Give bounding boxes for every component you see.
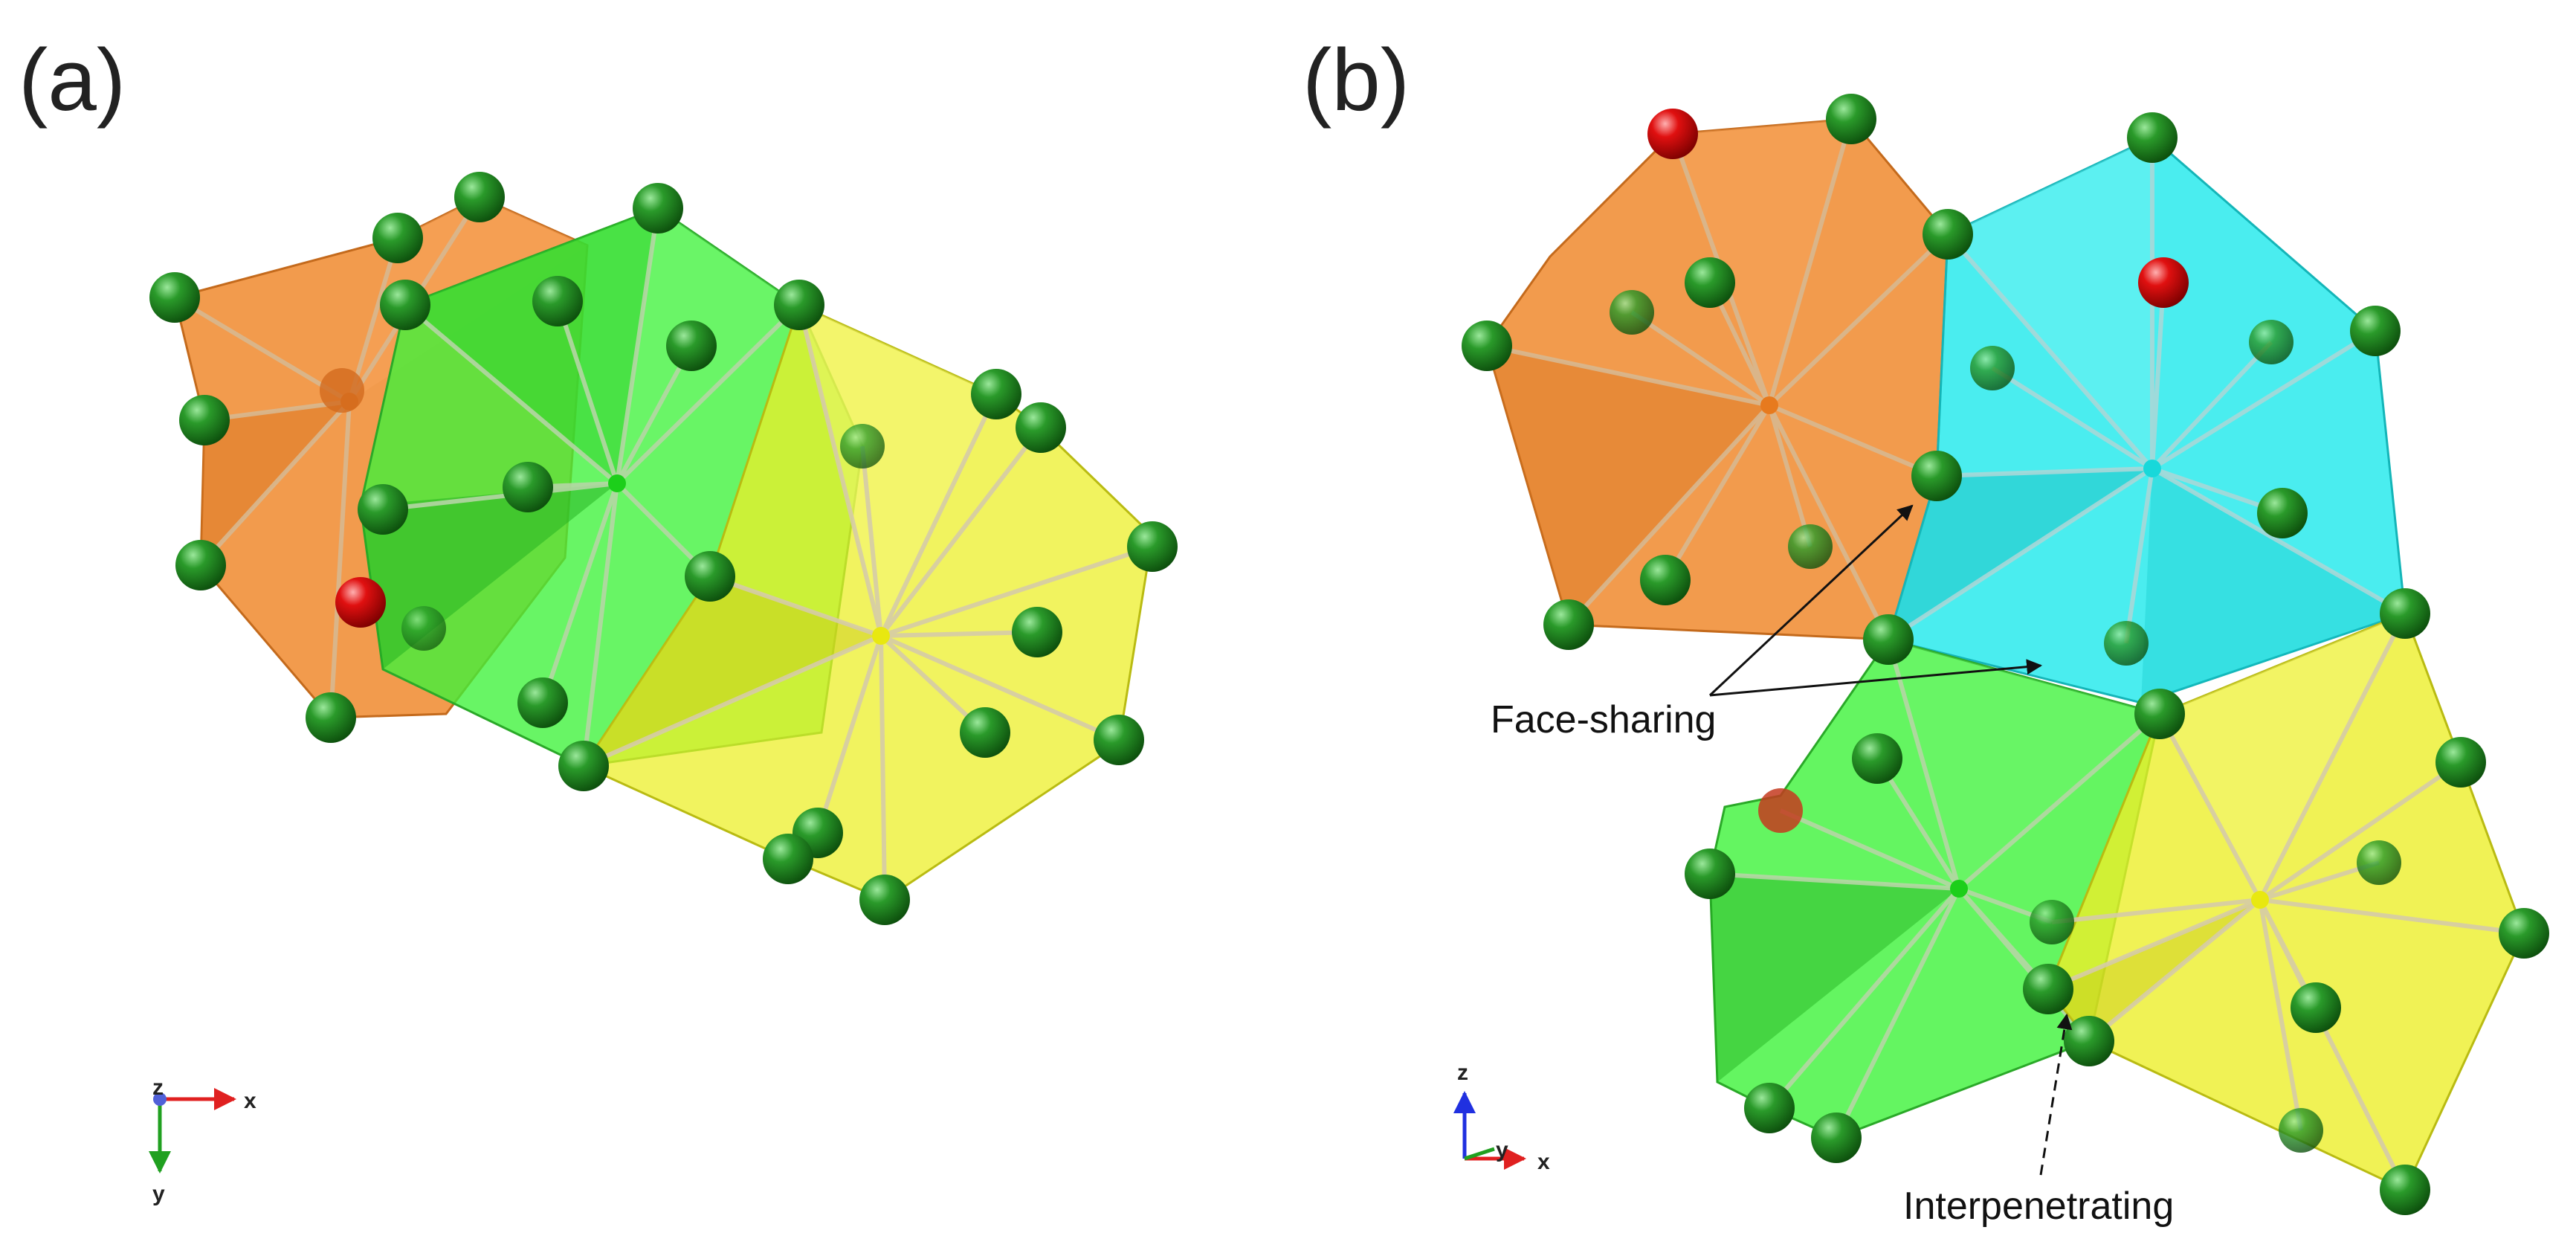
face-sharing-arrows: [1708, 504, 2043, 697]
orange-center-atom-b: [1760, 396, 1778, 414]
green-atoms-b: [1462, 94, 2549, 1215]
axis-x-label-a: x: [244, 1089, 256, 1113]
panel-b-label: (b): [1302, 31, 1410, 129]
panel-b-drawing: x z y: [1453, 94, 2549, 1215]
yellow-polyhedron-a: [581, 303, 1154, 901]
yellow-center-atom-b: [2251, 891, 2269, 909]
green-center-atom-b: [1950, 880, 1968, 898]
axis-z-label-b: z: [1457, 1060, 1468, 1085]
orange-polyhedron-b: [1485, 117, 1950, 641]
panel-a-label: (a): [19, 31, 126, 129]
interpenetrating-arrow: [2039, 1013, 2073, 1176]
axis-x-label-b: x: [1537, 1150, 1550, 1174]
axis-y-label-a: y: [152, 1182, 165, 1206]
green-atoms-a: [149, 172, 1178, 925]
panel-a-drawing: x y z: [149, 172, 1178, 1206]
axis-y-label-b: y: [1496, 1138, 1508, 1162]
cyan-polyhedron-b: [1887, 136, 2406, 704]
red-atoms-b: [1647, 109, 2189, 833]
face-sharing-label: Face-sharing: [1491, 698, 1717, 741]
green-center-atom-a: [608, 474, 626, 492]
red-atoms-a: [320, 368, 386, 628]
axis-indicator-b: x z y: [1453, 1060, 1550, 1174]
axis-z-label-a: z: [152, 1075, 164, 1100]
interpenetrating-label: Interpenetrating: [1903, 1185, 2175, 1228]
cyan-center-atom-b: [2143, 460, 2161, 477]
yellow-polyhedron-b: [2047, 612, 2525, 1191]
axis-indicator-a: x y z: [149, 1075, 256, 1206]
yellow-center-atom-a: [872, 627, 890, 645]
